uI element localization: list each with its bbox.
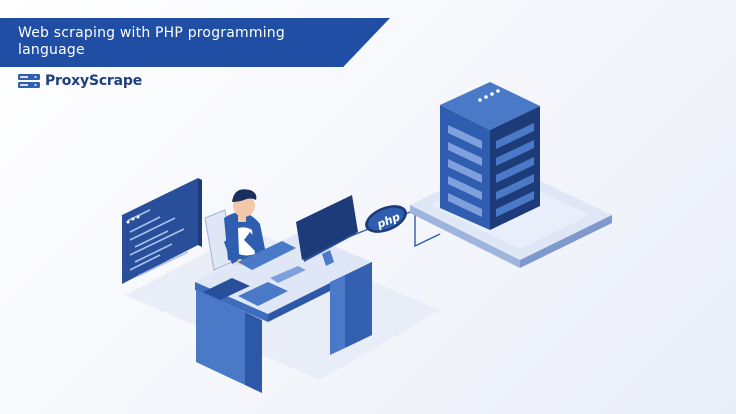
brand-logo[interactable]: ProxyScrape bbox=[18, 73, 142, 89]
php-logo: php bbox=[365, 205, 407, 233]
code-screen bbox=[122, 178, 202, 284]
desk-items bbox=[203, 266, 306, 306]
monitor bbox=[296, 195, 358, 266]
brand-name: ProxyScrape bbox=[45, 73, 142, 89]
server-stack-icon bbox=[18, 74, 40, 88]
title-banner bbox=[0, 18, 390, 67]
server-tower bbox=[440, 82, 540, 230]
page-title: Web scraping with PHP programming langua… bbox=[18, 25, 285, 58]
person bbox=[224, 189, 271, 265]
keyboard bbox=[238, 241, 296, 270]
